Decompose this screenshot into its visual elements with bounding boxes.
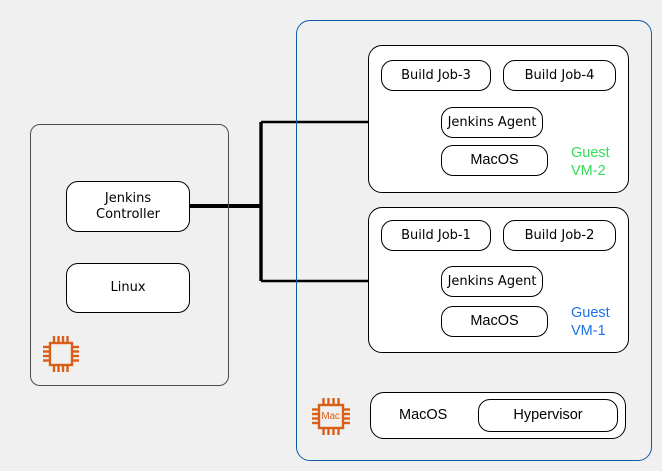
node-linux[interactable]: Linux [66,263,190,313]
node-build-job-2-label: Build Job-2 [524,227,595,243]
node-jenkins-agent-2-label: Jenkins Agent [447,114,537,130]
node-jenkins-agent-2[interactable]: Jenkins Agent [441,107,543,138]
node-hypervisor-label: Hypervisor [513,406,583,423]
node-build-job-1-label: Build Job-1 [401,227,471,243]
node-macos-host-label: MacOS [399,406,448,423]
node-jenkins-agent-1[interactable]: Jenkins Agent [441,266,543,297]
node-build-job-4[interactable]: Build Job-4 [503,60,616,91]
cpu-chip-icon [41,333,81,375]
node-macos-guest-2-label: MacOS [470,151,519,168]
node-build-job-3[interactable]: Build Job-3 [381,60,491,91]
node-macos-guest-2[interactable]: MacOS [441,145,548,176]
cpu-chip-mac-icon-text: Mac [321,411,340,422]
node-macos-guest-1[interactable]: MacOS [441,306,548,337]
mac-host-panel [296,20,652,461]
node-macos-host-label-wrap: MacOS [371,393,625,438]
guest-vm-1-label: Guest VM-1 [571,305,610,339]
guest-vm-2-label: Guest VM-2 [571,145,610,179]
node-jenkins-controller[interactable]: Jenkins Controller [66,181,190,232]
node-jenkins-agent-1-label: Jenkins Agent [447,273,537,289]
cpu-chip-mac-icon: Mac [309,394,352,439]
node-hypervisor[interactable]: Hypervisor [478,399,618,432]
node-build-job-4-label: Build Job-4 [524,67,595,83]
node-macos-guest-1-label: MacOS [470,312,519,329]
node-build-job-3-label: Build Job-3 [401,67,471,83]
node-build-job-2[interactable]: Build Job-2 [503,220,616,251]
node-jenkins-controller-label: Jenkins Controller [96,191,160,222]
node-build-job-1[interactable]: Build Job-1 [381,220,491,251]
host-panel-jenkins-controller [30,124,229,386]
node-linux-label: Linux [110,280,146,296]
